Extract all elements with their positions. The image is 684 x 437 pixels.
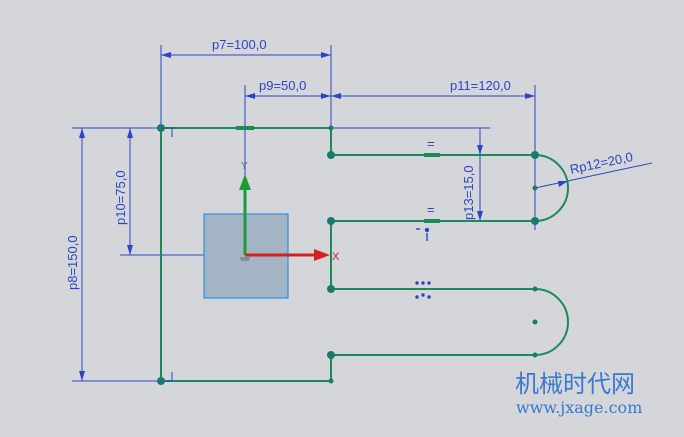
dimension-p8[interactable]: p8=150,0	[65, 128, 85, 381]
y-axis-arrow	[239, 174, 251, 255]
coincident-constraint-icon	[416, 227, 430, 241]
symmetric-constraint-icon	[415, 281, 431, 299]
dimension-p13-label: p13=15,0	[461, 165, 476, 220]
dimension-rp12[interactable]: Rp12=20,0	[534, 149, 653, 189]
equal-constraint-icon: = =	[424, 136, 440, 223]
sketch-profile[interactable]	[160, 127, 569, 382]
dimension-p7[interactable]: p7=100,0	[161, 37, 331, 58]
dimension-p7-label: p7=100,0	[212, 37, 267, 52]
dimension-p10-label: p10=75,0	[113, 170, 128, 225]
dimension-extension-lines	[72, 45, 536, 382]
y-axis-label: Y	[241, 161, 248, 172]
equal-constraint-label-lower: =	[427, 202, 435, 217]
watermark-name: 机械时代网	[515, 370, 635, 398]
x-axis-arrow	[245, 249, 330, 261]
watermark-url: www.jxage.com	[516, 398, 642, 417]
x-axis-label: X	[332, 251, 340, 263]
perpendicular-constraint-icon	[163, 127, 173, 382]
dimension-p11[interactable]: p11=120,0	[331, 78, 535, 99]
equal-constraint-label-upper: =	[427, 136, 435, 151]
dimension-p11-label: p11=120,0	[450, 78, 511, 93]
dimension-p10[interactable]: p10=75,0	[113, 128, 133, 255]
dimension-rp12-label: Rp12=20,0	[569, 149, 635, 177]
dimension-p13[interactable]: p13=15,0	[461, 128, 483, 221]
dimension-p8-label: p8=150,0	[65, 235, 80, 290]
sketch-points[interactable]	[157, 124, 539, 385]
dimension-p9[interactable]: p9=50,0	[245, 78, 331, 99]
dimension-p9-label: p9=50,0	[259, 78, 306, 93]
origin-marker-icon	[240, 257, 250, 261]
